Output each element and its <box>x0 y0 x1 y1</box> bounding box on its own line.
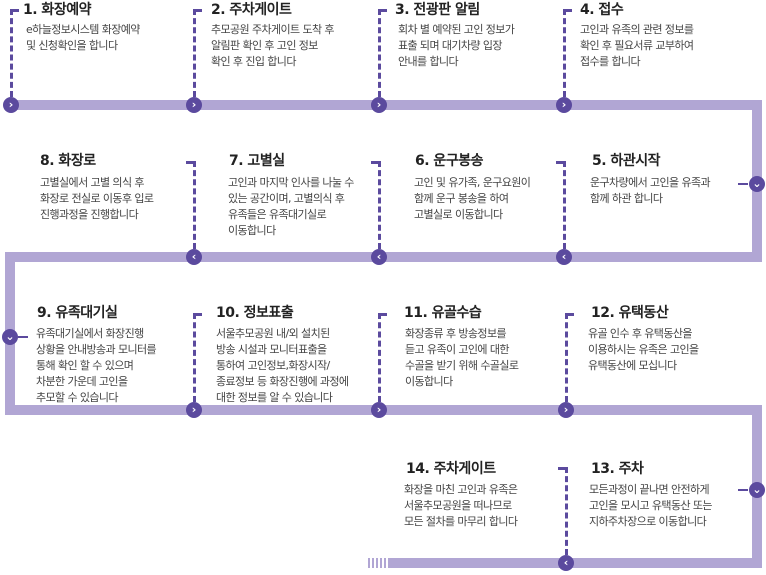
track-end-stripes <box>368 558 390 568</box>
step-9-desc: 유족대기실에서 화장진행 상황을 안내방송과 모니터를 통해 확인 할 수 있으… <box>36 327 157 404</box>
step-4-arrow-right-icon[interactable]: › <box>556 97 572 113</box>
step-11-title: 11. 유골수습 <box>404 305 482 321</box>
step-4-desc: 고인과 유족의 관련 정보를 확인 후 필요서류 교부하여 접수를 합니다 <box>580 23 694 68</box>
step-5-connector <box>738 183 748 185</box>
step-1-desc: e하늘정보시스템 화장예약 및 신청확인을 합니다 <box>26 23 140 52</box>
step-11-desc: 화장종류 후 방송정보를 듣고 유족이 고인에 대한 수골을 받기 위해 수골실… <box>405 327 519 388</box>
step-7-dashed-line <box>378 161 381 249</box>
step-8-desc: 고별실에서 고별 의식 후 화장로 전실로 이동후 입로 진행과정을 진행합니다 <box>40 176 154 221</box>
step-6-corner <box>556 161 565 164</box>
step-4-dashed-line <box>563 9 566 97</box>
step-10-title: 10. 정보표출 <box>216 305 294 321</box>
step-1-arrow-right-icon[interactable]: › <box>3 97 19 113</box>
step-2-arrow-right-icon[interactable]: › <box>186 97 202 113</box>
step-11-arrow-right-icon[interactable]: › <box>371 402 387 418</box>
step-7-title: 7. 고별실 <box>229 153 285 169</box>
step-14-desc: 화장을 마친 고인과 유족은 서울추모공원을 떠나므로 모든 절차를 마무리 합… <box>404 483 518 528</box>
step-11-dashed-line <box>378 313 381 402</box>
step-9-arrow-down-icon[interactable]: ⌄ <box>2 329 18 345</box>
step-1-dashed-line <box>10 9 13 97</box>
step-13-connector <box>738 489 748 491</box>
step-10-desc: 서울추모공원 내/외 설치된 방송 시설과 모니터표출을 통하여 고인정보,화장… <box>216 327 349 404</box>
step-3-title: 3. 전광판 알림 <box>395 2 480 18</box>
step-6-arrow-left-icon[interactable]: ‹ <box>556 249 572 265</box>
step-13-title: 13. 주차 <box>591 461 644 477</box>
step-10-corner <box>193 313 202 316</box>
step-7-corner <box>371 161 380 164</box>
step-8-arrow-left-icon[interactable]: ‹ <box>186 249 202 265</box>
step-2-desc: 추모공원 주차게이트 도착 후 알림판 확인 후 고인 정보 확인 후 진입 합… <box>211 23 335 68</box>
step-6-title: 6. 운구봉송 <box>415 153 483 169</box>
step-8-title: 8. 화장로 <box>40 153 96 169</box>
step-5-arrow-down-icon[interactable]: ⌄ <box>749 176 765 192</box>
step-12-arrow-right-icon[interactable]: › <box>558 402 574 418</box>
step-8-corner <box>186 161 195 164</box>
step-3-arrow-right-icon[interactable]: › <box>371 97 387 113</box>
step-1-title: 1. 화장예약 <box>23 2 91 18</box>
step-6-desc: 고인 및 유가족, 운구요원이 함께 운구 봉송을 하여 고별실로 이동합니다 <box>414 176 531 221</box>
step-12-title: 12. 유택동산 <box>591 305 669 321</box>
step-14-arrow-left-icon[interactable]: ‹ <box>558 555 574 571</box>
step-3-desc: 회차 별 예약된 고인 정보가 표출 되며 대기차량 입장 안내를 합니다 <box>398 23 515 68</box>
step-7-arrow-left-icon[interactable]: ‹ <box>371 249 387 265</box>
step-1-corner <box>10 9 19 12</box>
step-11-corner <box>378 313 387 316</box>
step-7-desc: 고인과 마지막 인사를 나눌 수 있는 공간이며, 고별의식 후 유족들은 유족… <box>228 176 354 237</box>
step-10-arrow-right-icon[interactable]: › <box>186 402 202 418</box>
step-12-dashed-line <box>565 313 568 402</box>
step-5-desc: 운구차량에서 고인을 유족과 함께 하관 합니다 <box>590 176 711 205</box>
step-2-corner <box>193 9 202 12</box>
step-14-corner <box>558 467 567 470</box>
step-3-dashed-line <box>378 9 381 97</box>
step-2-dashed-line <box>193 9 196 97</box>
step-13-desc: 모든과정이 끝나면 안전하게 고인을 모시고 유택동산 또는 지하주차장으로 이… <box>589 483 713 528</box>
step-12-desc: 유골 인수 후 유택동산을 이용하시는 유족은 고인을 유택동산에 모십니다 <box>588 327 699 372</box>
step-9-connector <box>18 336 28 338</box>
step-6-dashed-line <box>563 161 566 249</box>
step-8-dashed-line <box>193 161 196 249</box>
track-row-4 <box>390 558 762 568</box>
step-5-title: 5. 하관시작 <box>592 153 660 169</box>
step-4-title: 4. 접수 <box>580 2 624 18</box>
step-10-dashed-line <box>193 313 196 402</box>
step-2-title: 2. 주차게이트 <box>211 2 292 18</box>
step-3-corner <box>378 9 387 12</box>
step-9-title: 9. 유족대기실 <box>37 305 118 321</box>
step-12-corner <box>565 313 574 316</box>
step-13-arrow-down-icon[interactable]: ⌄ <box>749 482 765 498</box>
step-4-corner <box>563 9 572 12</box>
step-14-title: 14. 주차게이트 <box>406 461 496 477</box>
step-14-dashed-line <box>565 467 568 555</box>
